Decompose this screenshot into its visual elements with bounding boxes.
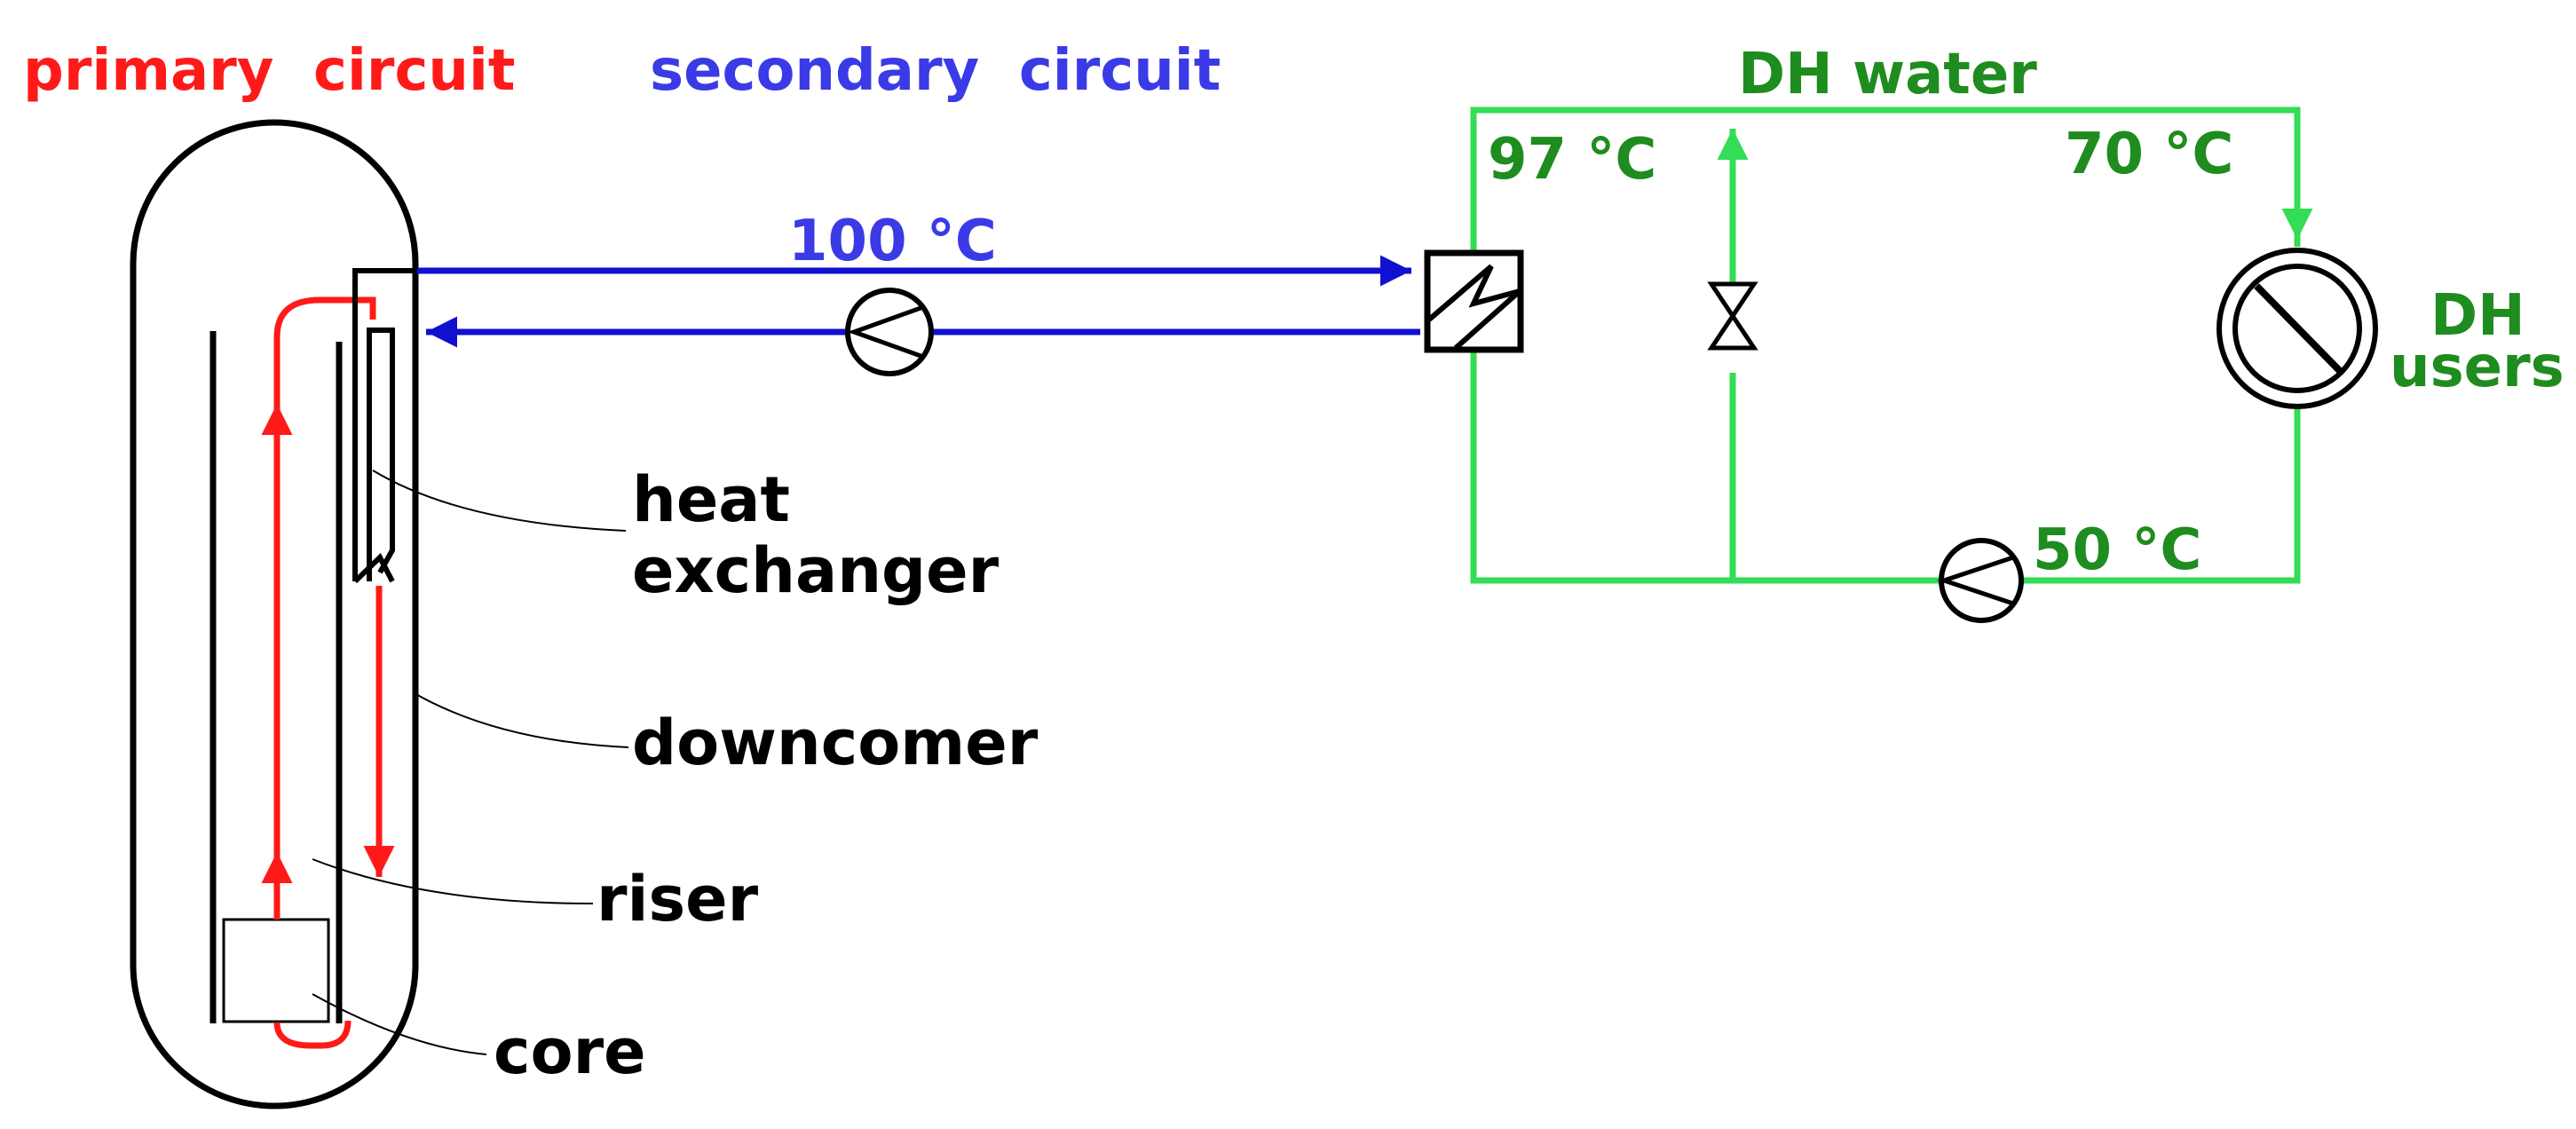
- temp-50-label: 50 °C: [2033, 517, 2202, 583]
- leader-downcomer: [412, 691, 629, 748]
- reactor-vessel: [130, 119, 419, 1109]
- heat-exchanger-label-line2: exchanger: [632, 534, 1000, 607]
- dh-pump: [1939, 538, 2024, 623]
- primary-core-bottom: [273, 1020, 352, 1049]
- heat-exchanger-zigzag: [1427, 264, 1521, 351]
- secondary-pump-symbol: [847, 304, 924, 359]
- downcomer-label: downcomer: [632, 707, 1039, 779]
- primary-circuit-label: primary circuit: [23, 38, 516, 104]
- bypass-valve: [1707, 281, 1758, 351]
- core-label: core: [494, 1015, 646, 1088]
- core-box: [222, 918, 330, 1023]
- dh-users-slash: [2254, 283, 2343, 374]
- dh-water-label: DH water: [1738, 42, 2037, 107]
- secondary-circuit-label: secondary circuit: [650, 38, 1221, 104]
- dh-users-inner: [2232, 264, 2362, 393]
- primary-flow-loop: [273, 296, 376, 920]
- temp-70-label: 70 °C: [2065, 122, 2234, 187]
- riser-label: riser: [597, 863, 759, 936]
- leader-core: [312, 993, 487, 1055]
- internal-heat-exchanger: [352, 268, 417, 581]
- dh-users-label-line1: DH: [2430, 283, 2525, 349]
- dh-users-label-line2: users: [2390, 335, 2564, 400]
- temp-100-label: 100 °C: [788, 209, 997, 274]
- internal-heat-exchanger-tip: [352, 553, 395, 584]
- temp-97-label: 97 °C: [1488, 127, 1657, 193]
- dh-pump-symbol: [1937, 555, 2014, 606]
- leader-heat-exchanger: [372, 470, 627, 532]
- heat-exchanger-label-line1: heat: [632, 463, 791, 536]
- leader-riser: [312, 858, 594, 904]
